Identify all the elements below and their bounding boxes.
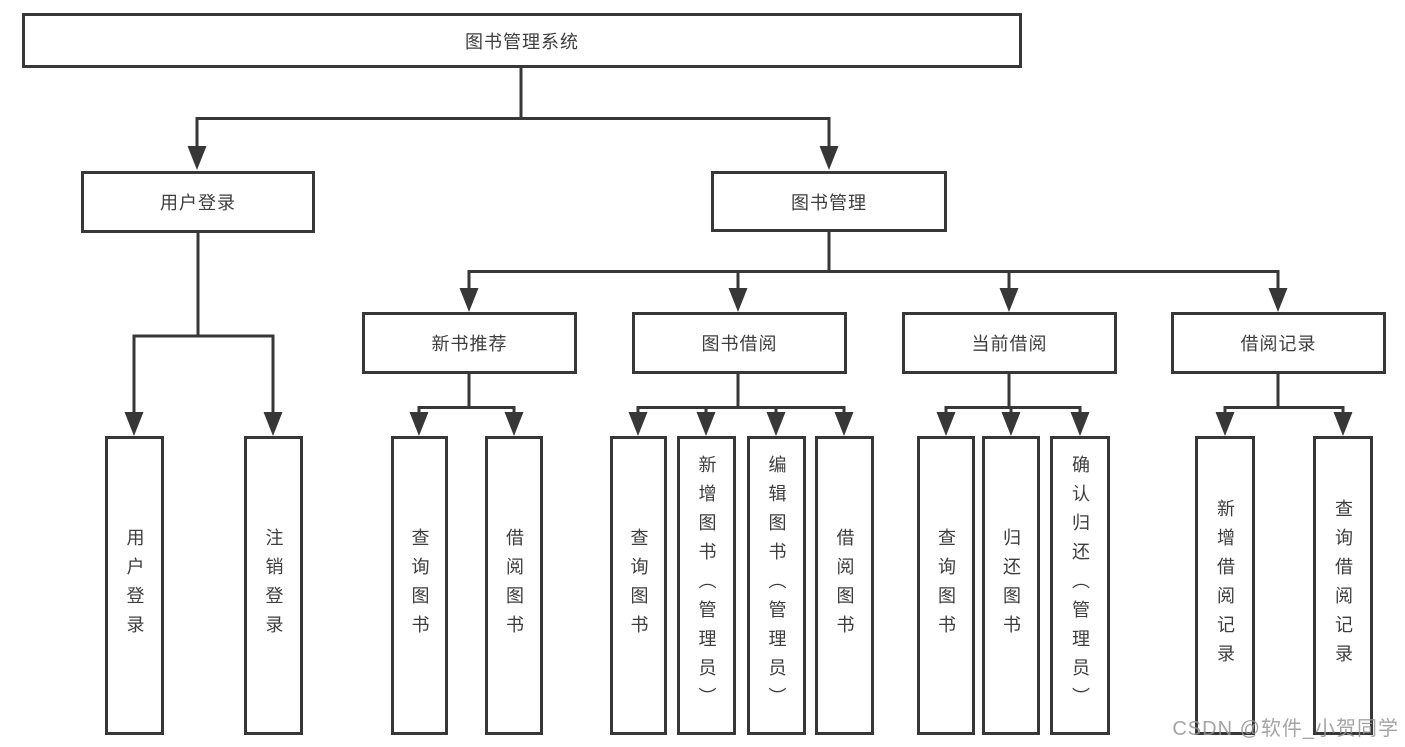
node-book-management-system: 图书管理系统 xyxy=(22,13,1022,68)
node-user-login: 用户登录 xyxy=(81,171,315,233)
node-borrowing-records: 借阅记录 xyxy=(1171,312,1386,374)
leaf-logout: 注销登录 xyxy=(244,436,303,735)
leaf-query-books-current: 查询图书 xyxy=(917,436,975,735)
leaf-query-books-borrowing: 查询图书 xyxy=(610,436,667,735)
node-new-book-recommendation: 新书推荐 xyxy=(362,312,577,374)
leaf-label: 用户登录 xyxy=(124,527,145,644)
node-label: 图书管理系统 xyxy=(465,31,579,52)
node-label: 图书借阅 xyxy=(701,334,778,354)
leaf-label: 查询图书 xyxy=(936,527,956,644)
leaf-label: 新增借阅记录 xyxy=(1215,498,1235,673)
leaf-add-borrow-record: 新增借阅记录 xyxy=(1195,436,1255,735)
leaf-add-book-admin: 新增图书（管理员） xyxy=(677,436,736,735)
node-label: 新书推荐 xyxy=(431,334,508,354)
leaf-label: 查询图书 xyxy=(628,527,649,644)
leaf-user-login: 用户登录 xyxy=(105,436,164,735)
leaf-label: 归还图书 xyxy=(1001,527,1021,644)
leaf-label: 注销登录 xyxy=(263,527,284,644)
leaf-label: 编辑图书（管理员） xyxy=(766,455,787,716)
leaf-label: 新增图书（管理员） xyxy=(696,455,717,716)
leaf-borrow-books-borrowing: 借阅图书 xyxy=(815,436,874,735)
csdn-watermark: CSDN @软件_小贺同学 xyxy=(1172,718,1399,740)
leaf-label: 查询图书 xyxy=(409,527,430,644)
leaf-query-books-recommend: 查询图书 xyxy=(391,436,448,735)
node-book-management: 图书管理 xyxy=(711,171,947,232)
node-current-borrowing: 当前借阅 xyxy=(902,312,1117,374)
node-label: 借阅记录 xyxy=(1240,334,1317,354)
leaf-confirm-return-admin: 确认归还（管理员） xyxy=(1050,436,1110,735)
leaf-label: 查询借阅记录 xyxy=(1333,498,1353,673)
leaf-edit-book-admin: 编辑图书（管理员） xyxy=(747,436,806,735)
node-label: 当前借阅 xyxy=(971,334,1048,354)
leaf-return-books: 归还图书 xyxy=(982,436,1040,735)
node-label: 用户登录 xyxy=(160,193,236,213)
node-label: 图书管理 xyxy=(791,192,867,213)
leaf-borrow-books-recommend: 借阅图书 xyxy=(485,436,543,735)
leaf-label: 确认归还（管理员） xyxy=(1070,455,1090,716)
leaf-query-borrow-record: 查询借阅记录 xyxy=(1313,436,1373,735)
node-book-borrowing: 图书借阅 xyxy=(632,312,847,374)
leaf-label: 借阅图书 xyxy=(504,527,524,644)
leaf-label: 借阅图书 xyxy=(834,527,855,644)
